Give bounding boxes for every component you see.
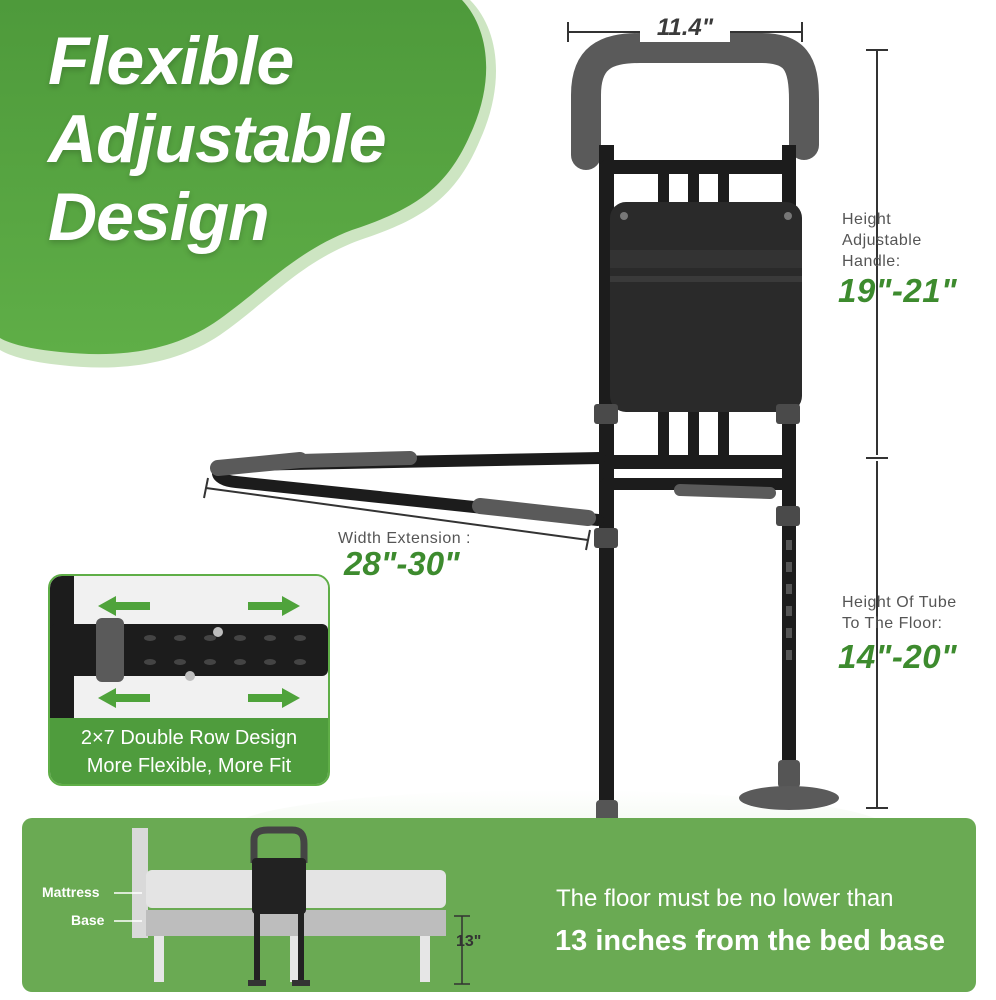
- headline-line-1: Flexible: [48, 23, 294, 99]
- base-label: Base: [71, 912, 105, 928]
- height-handle-label-line-1: Height: [842, 211, 892, 228]
- detail-inset: 2×7 Double Row Design More Flexible, Mor…: [48, 574, 330, 786]
- floor-note-line-1: The floor must be no lower than: [556, 885, 894, 912]
- height-handle-label-line-3: Handle:: [842, 253, 901, 270]
- double-arrow-icon: [98, 596, 300, 708]
- bed-diagram: [114, 826, 470, 986]
- tube-height-value: 14"-20": [838, 638, 958, 675]
- headline-line-2: Adjustable: [48, 101, 387, 177]
- dim-line-width: [203, 477, 591, 551]
- tube-holes-closeup: [50, 576, 328, 718]
- height-handle-value: 19"-21": [838, 272, 958, 309]
- mattress-label: Mattress: [42, 884, 100, 900]
- inset-caption-line-2: More Flexible, More Fit: [86, 755, 292, 777]
- height-handle-label: Height Adjustable Handle:: [842, 209, 922, 272]
- inset-caption: 2×7 Double Row Design More Flexible, Mor…: [50, 718, 328, 784]
- headline-line-3: Design: [48, 179, 270, 255]
- dim-line-right: [866, 49, 888, 809]
- width-extension-label: Width Extension :: [338, 530, 471, 547]
- clearance-label: 13": [456, 933, 482, 950]
- handle-width-value: 11.4": [640, 14, 730, 42]
- tube-height-label: Height Of Tube To The Floor:: [842, 592, 957, 634]
- headline: Flexible Adjustable Design: [48, 22, 468, 256]
- bed-rail-frame: [210, 33, 839, 850]
- tube-height-label-line-2: To The Floor:: [842, 615, 943, 632]
- green-blob: [0, 0, 497, 368]
- tube-height-label-line-1: Height Of Tube: [842, 594, 957, 611]
- floor-note-line-2: 13 inches from the bed base: [555, 925, 946, 957]
- height-handle-label-line-2: Adjustable: [842, 232, 922, 249]
- inset-caption-line-1: 2×7 Double Row Design: [80, 727, 298, 749]
- width-extension-value: 28"-30": [344, 545, 460, 582]
